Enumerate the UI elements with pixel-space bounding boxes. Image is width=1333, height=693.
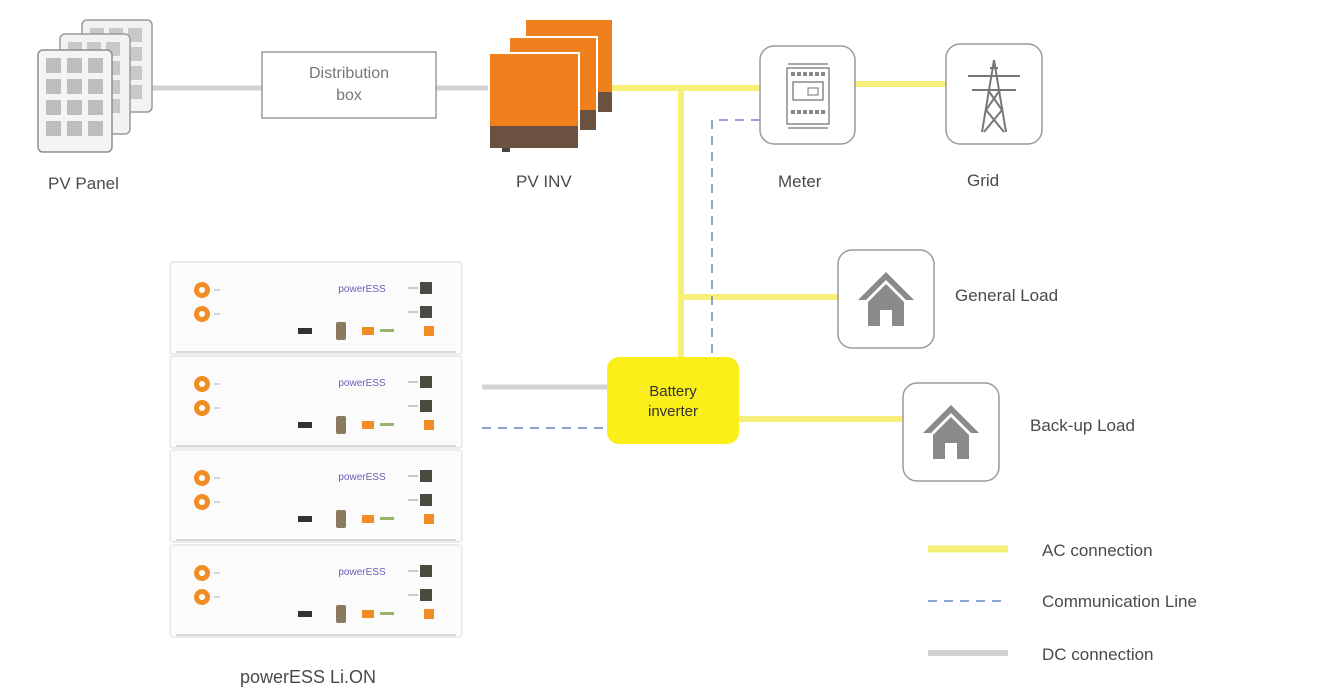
battery-stack-label: powerESS Li.ON [240,667,377,687]
pv-inverter-icon [488,20,612,152]
battery-module-brand: powerESS [338,378,386,389]
battery-module-brand: powerESS [338,567,386,578]
backup-load-house-icon [902,382,1000,482]
legend-ac-label: AC connection [1042,541,1153,560]
legend-dc-label: DC connection [1042,645,1154,664]
battery-module-brand: powerESS [338,472,386,483]
comm-line-meter-to-inverter [711,119,760,358]
battery-module: powerESS [169,355,463,449]
battery-inverter-box [607,357,739,444]
grid-tower-icon [945,43,1043,145]
pv-panel-icon [37,19,153,153]
backup-load-label: Back-up Load [1030,416,1135,435]
pv-inv-label: PV INV [516,172,572,191]
general-load-label: General Load [955,286,1059,305]
meter-icon [759,45,856,145]
battery-module: powerESS [169,449,463,543]
distribution-box-label-line1: Distribution [308,65,390,82]
distribution-box [261,51,437,119]
battery-inverter-label-line2: inverter [647,403,699,420]
battery-module: powerESS [169,261,463,355]
meter-label: Meter [778,172,822,191]
battery-stack-icon: powerESS powerESS powerESS powerESS [169,261,463,638]
battery-inverter-label-line1: Battery [649,383,697,400]
battery-module-brand: powerESS [338,284,386,295]
battery-inverter-label: Battery inverter [607,382,739,422]
battery-module: powerESS [169,544,463,638]
legend-comm-label: Communication Line [1042,592,1197,611]
grid-label: Grid [967,171,1000,190]
distribution-box-label-line2: box [336,87,362,104]
general-load-house-icon [837,249,935,349]
pv-panel-label: PV Panel [48,174,119,193]
distribution-box-label: Distribution box [262,63,436,107]
